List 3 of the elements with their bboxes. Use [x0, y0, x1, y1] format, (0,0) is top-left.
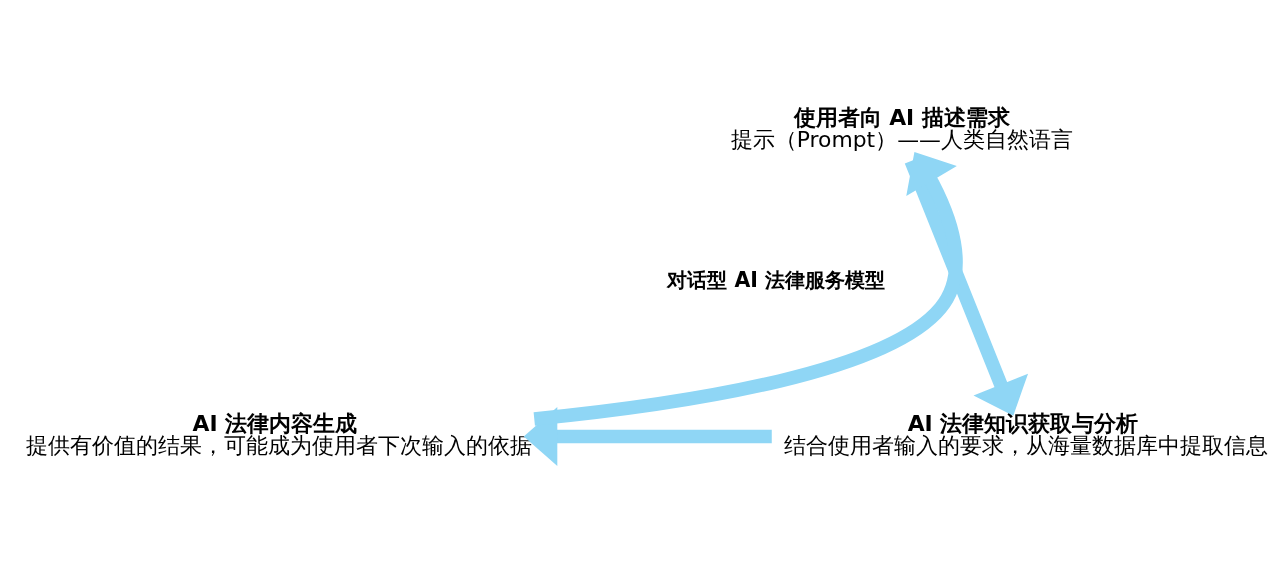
node-text: 使用者向 AI 描述需求 提示（Prompt）——人类自然语言: [730, 104, 1073, 152]
node-text: AI 法律知识获取与分析 结合使用者输入的要求，从海量数据库中提取信息: [784, 410, 1269, 458]
label: 对话型 AI 法律服务模型: [667, 267, 885, 292]
